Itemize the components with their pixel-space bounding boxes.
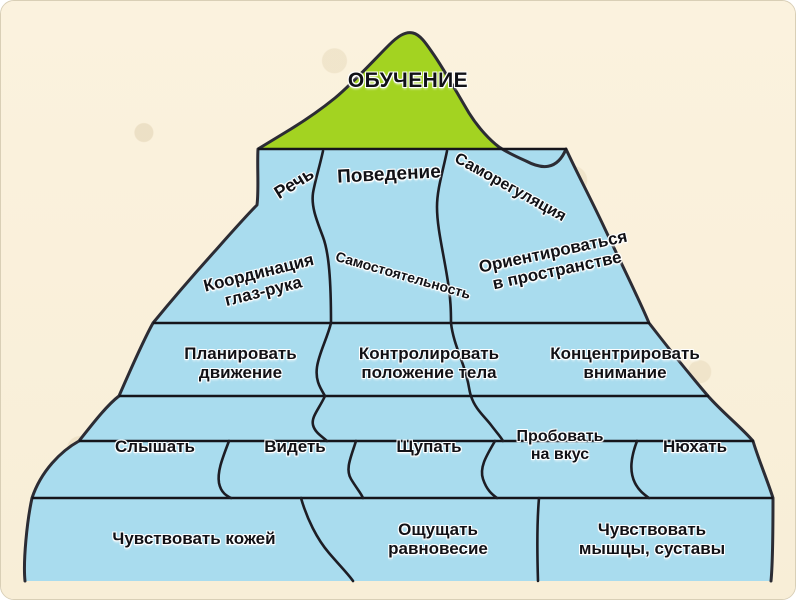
divider-tier6-b	[536, 496, 541, 583]
tier-6-base-sensory	[24, 498, 773, 581]
tier-3-fill	[119, 323, 708, 396]
tier-5-senses	[32, 441, 773, 498]
divider-tier4-b	[469, 394, 505, 443]
divider-tier6-a	[299, 496, 355, 583]
divider-tier4-a	[311, 394, 329, 443]
divider-tier5-a	[217, 439, 233, 500]
divider-tier5-c	[480, 439, 499, 500]
tier-2-cognitive	[153, 149, 649, 323]
divider-tier2-a	[311, 149, 333, 325]
tier-2-fill	[153, 149, 649, 323]
pyramid-outline	[22, 31, 775, 583]
tier-1-learning-peak	[258, 32, 500, 150]
divider-tier2-b	[435, 149, 453, 325]
tier-4-motor-control	[79, 396, 753, 441]
tier-4-fill	[79, 396, 753, 441]
tier-1-fill	[258, 32, 500, 150]
divider-tier3-b	[449, 321, 473, 398]
tier-6-fill	[24, 498, 773, 581]
divider-tier3-a	[315, 321, 333, 398]
divider-tier5-b	[347, 439, 365, 500]
divider-tier5-d	[630, 439, 651, 500]
tier-5-fill	[32, 441, 773, 498]
tier-3-perceptual-motor	[119, 323, 708, 396]
